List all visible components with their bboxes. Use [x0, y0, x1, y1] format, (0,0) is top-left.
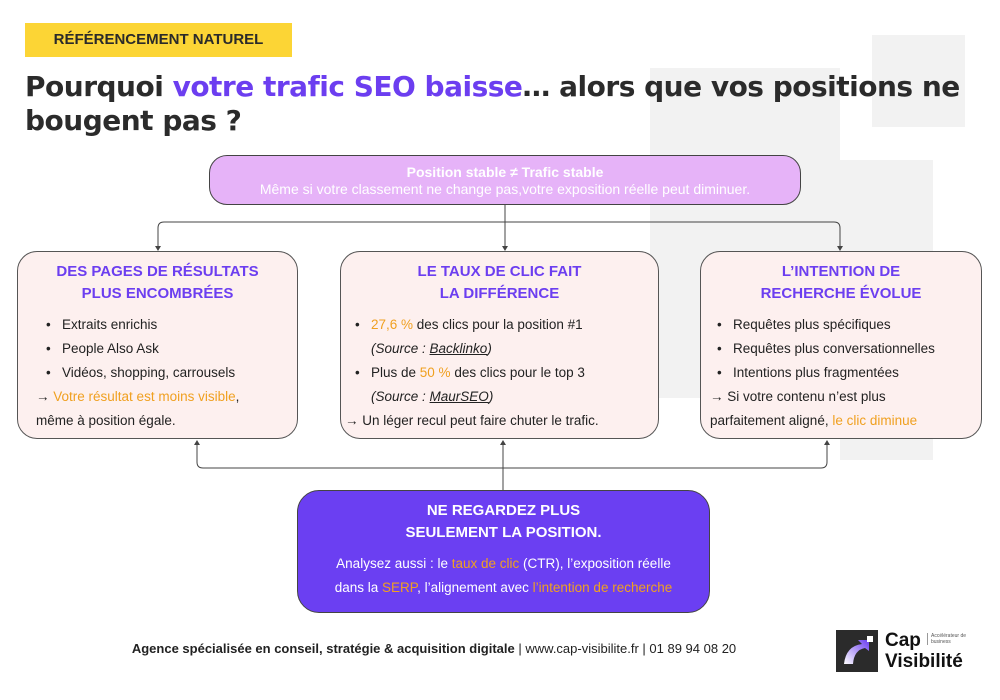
logo-mark-icon: [836, 630, 878, 672]
list-item: Extraits enrichis: [46, 313, 297, 337]
list-item: Vidéos, shopping, carrousels: [46, 361, 297, 385]
source-link-backlinko[interactable]: Backlinko: [429, 341, 488, 356]
page-title: Pourquoi votre trafic SEO baisse… alors …: [25, 70, 960, 137]
arrow-up-icon: [500, 440, 506, 445]
list-item: Requêtes plus conversationnelles: [717, 337, 981, 361]
phone-number: 01 89 94 08 20: [649, 641, 737, 656]
arrow-up-icon: [824, 440, 830, 445]
watermark-shape: [872, 35, 965, 127]
conclusion-text: Analysez aussi : le taux de clic (CTR), …: [334, 556, 673, 595]
connector-line: [196, 444, 828, 469]
list-item: Plus de 50 % des clics pour le top 3(Sou…: [355, 361, 658, 409]
arrow-up-icon: [194, 440, 200, 445]
website-link[interactable]: www.cap-visibilite.fr: [525, 641, 639, 656]
list-item: People Also Ask: [46, 337, 297, 361]
source-link-maurseo[interactable]: MaurSEO: [429, 389, 489, 404]
list-item: 27,6 % des clics pour la position #1(Sou…: [355, 313, 658, 361]
key-message-title: Position stable ≠ Trafic stable: [406, 164, 604, 180]
card-conclusion: → Votre résultat est moins visible,même …: [36, 389, 240, 428]
category-badge: RÉFÉRENCEMENT NATUREL: [25, 23, 292, 57]
list-item: Intentions plus fragmentées: [717, 361, 981, 385]
card-conclusion: → Un léger recul peut faire chuter le tr…: [345, 413, 599, 428]
key-message-text: Même si votre classement ne change pas,v…: [259, 181, 751, 197]
arrow-down-icon: [837, 246, 843, 251]
list-item: Requêtes plus spécifiques: [717, 313, 981, 337]
connector-line: [157, 221, 841, 247]
arrow-down-icon: [155, 246, 161, 251]
footer: Agence spécialisée en conseil, stratégie…: [131, 641, 737, 656]
arrow-down-icon: [502, 246, 508, 251]
key-message-box: Position stable ≠ Trafic stable Même si …: [209, 155, 801, 205]
